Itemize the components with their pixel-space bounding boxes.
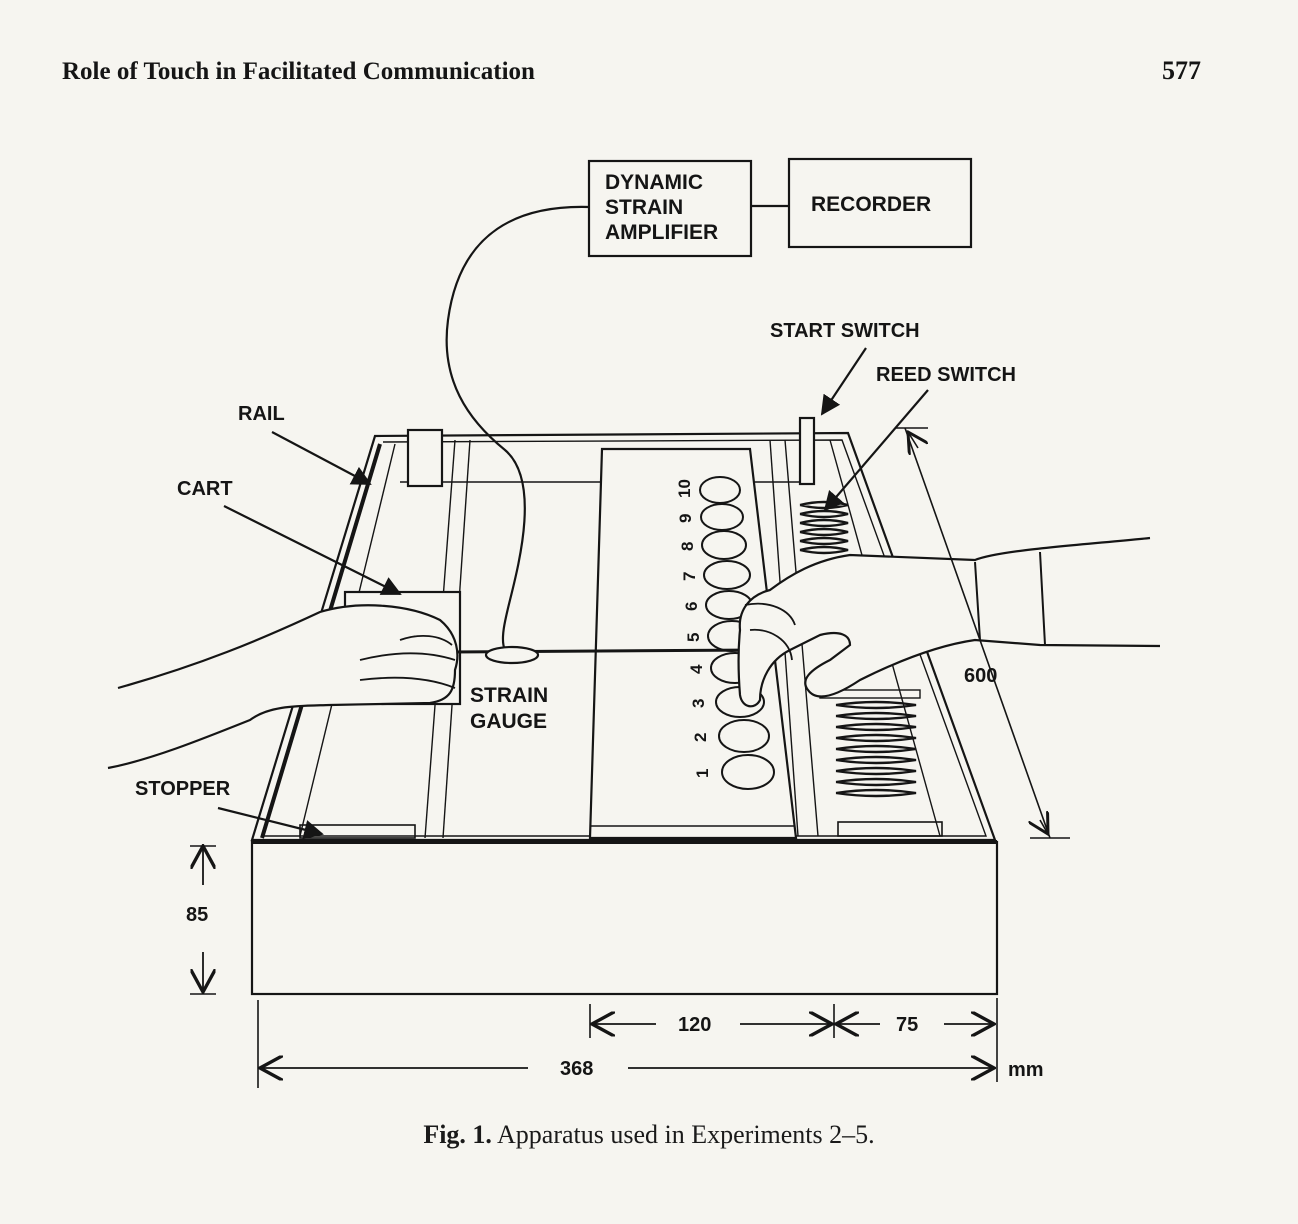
stopper-label: STOPPER	[135, 778, 231, 800]
rail-clamp	[406, 428, 444, 488]
amplifier-label-line2: STRAIN	[605, 196, 683, 219]
rail-label: RAIL	[238, 403, 285, 425]
target-number: 4	[687, 664, 706, 674]
depth-dimension	[904, 427, 1051, 839]
reed-switch-arrow	[823, 389, 929, 512]
target-number-group: 1 2 3 4 5 6 7 8 9 10	[675, 479, 712, 778]
strain-gauge-label-line2: GAUGE	[470, 710, 547, 733]
width-dimension-label: 368	[560, 1058, 593, 1080]
page-number: 577	[1162, 56, 1201, 85]
right-cuff	[974, 551, 1046, 646]
cart-label: CART	[177, 478, 233, 500]
height-dimension-label: 85	[186, 904, 208, 926]
gauge-cable	[445, 205, 590, 651]
amplifier-label-line3: AMPLIFIER	[605, 221, 718, 244]
target-number: 8	[678, 542, 697, 551]
target-number: 1	[693, 769, 712, 778]
depth-dimension-label: 600	[964, 665, 997, 687]
strain-gauge	[484, 645, 540, 665]
figure-caption: Fig. 1. Apparatus used in Experiments 2–…	[0, 1120, 1298, 1150]
stopper-right	[837, 821, 943, 837]
figure-label: Fig. 1.	[423, 1120, 492, 1149]
stopper-arrow	[217, 806, 324, 840]
start-switch-block	[798, 416, 816, 486]
unit-label: mm	[1008, 1059, 1044, 1081]
target-number: 3	[689, 699, 708, 708]
amplifier-label-line1: DYNAMIC	[605, 171, 703, 194]
recorder-label: RECORDER	[811, 193, 931, 216]
inner-dimension-label: 120	[678, 1014, 711, 1036]
box-front	[250, 840, 999, 996]
recorder-box	[787, 157, 973, 249]
target-number: 6	[682, 602, 701, 611]
stopper-left	[299, 824, 416, 839]
amplifier-box	[587, 159, 753, 258]
start-switch-arrow	[820, 347, 867, 416]
target-number: 5	[684, 633, 703, 642]
side-dimension-label: 75	[896, 1014, 918, 1036]
target-number: 7	[680, 572, 699, 581]
caption-text: Apparatus used in Experiments 2–5.	[491, 1120, 875, 1149]
reed-switch-coil	[799, 500, 849, 555]
cart-arrow	[223, 505, 402, 595]
target-number: 2	[691, 733, 710, 742]
target-number: 10	[675, 479, 694, 498]
reed-switch-label: REED SWITCH	[876, 364, 1016, 386]
strain-gauge-label-line1: STRAIN	[470, 684, 548, 707]
target-panel	[588, 447, 798, 840]
rail-arrow	[271, 431, 372, 485]
right-hand	[737, 536, 1161, 708]
start-switch-label: START SWITCH	[770, 320, 920, 342]
front-spring	[835, 700, 917, 798]
target-number: 9	[676, 514, 695, 523]
left-hand	[107, 604, 459, 770]
running-head: Role of Touch in Facilitated Communicati…	[62, 58, 535, 85]
